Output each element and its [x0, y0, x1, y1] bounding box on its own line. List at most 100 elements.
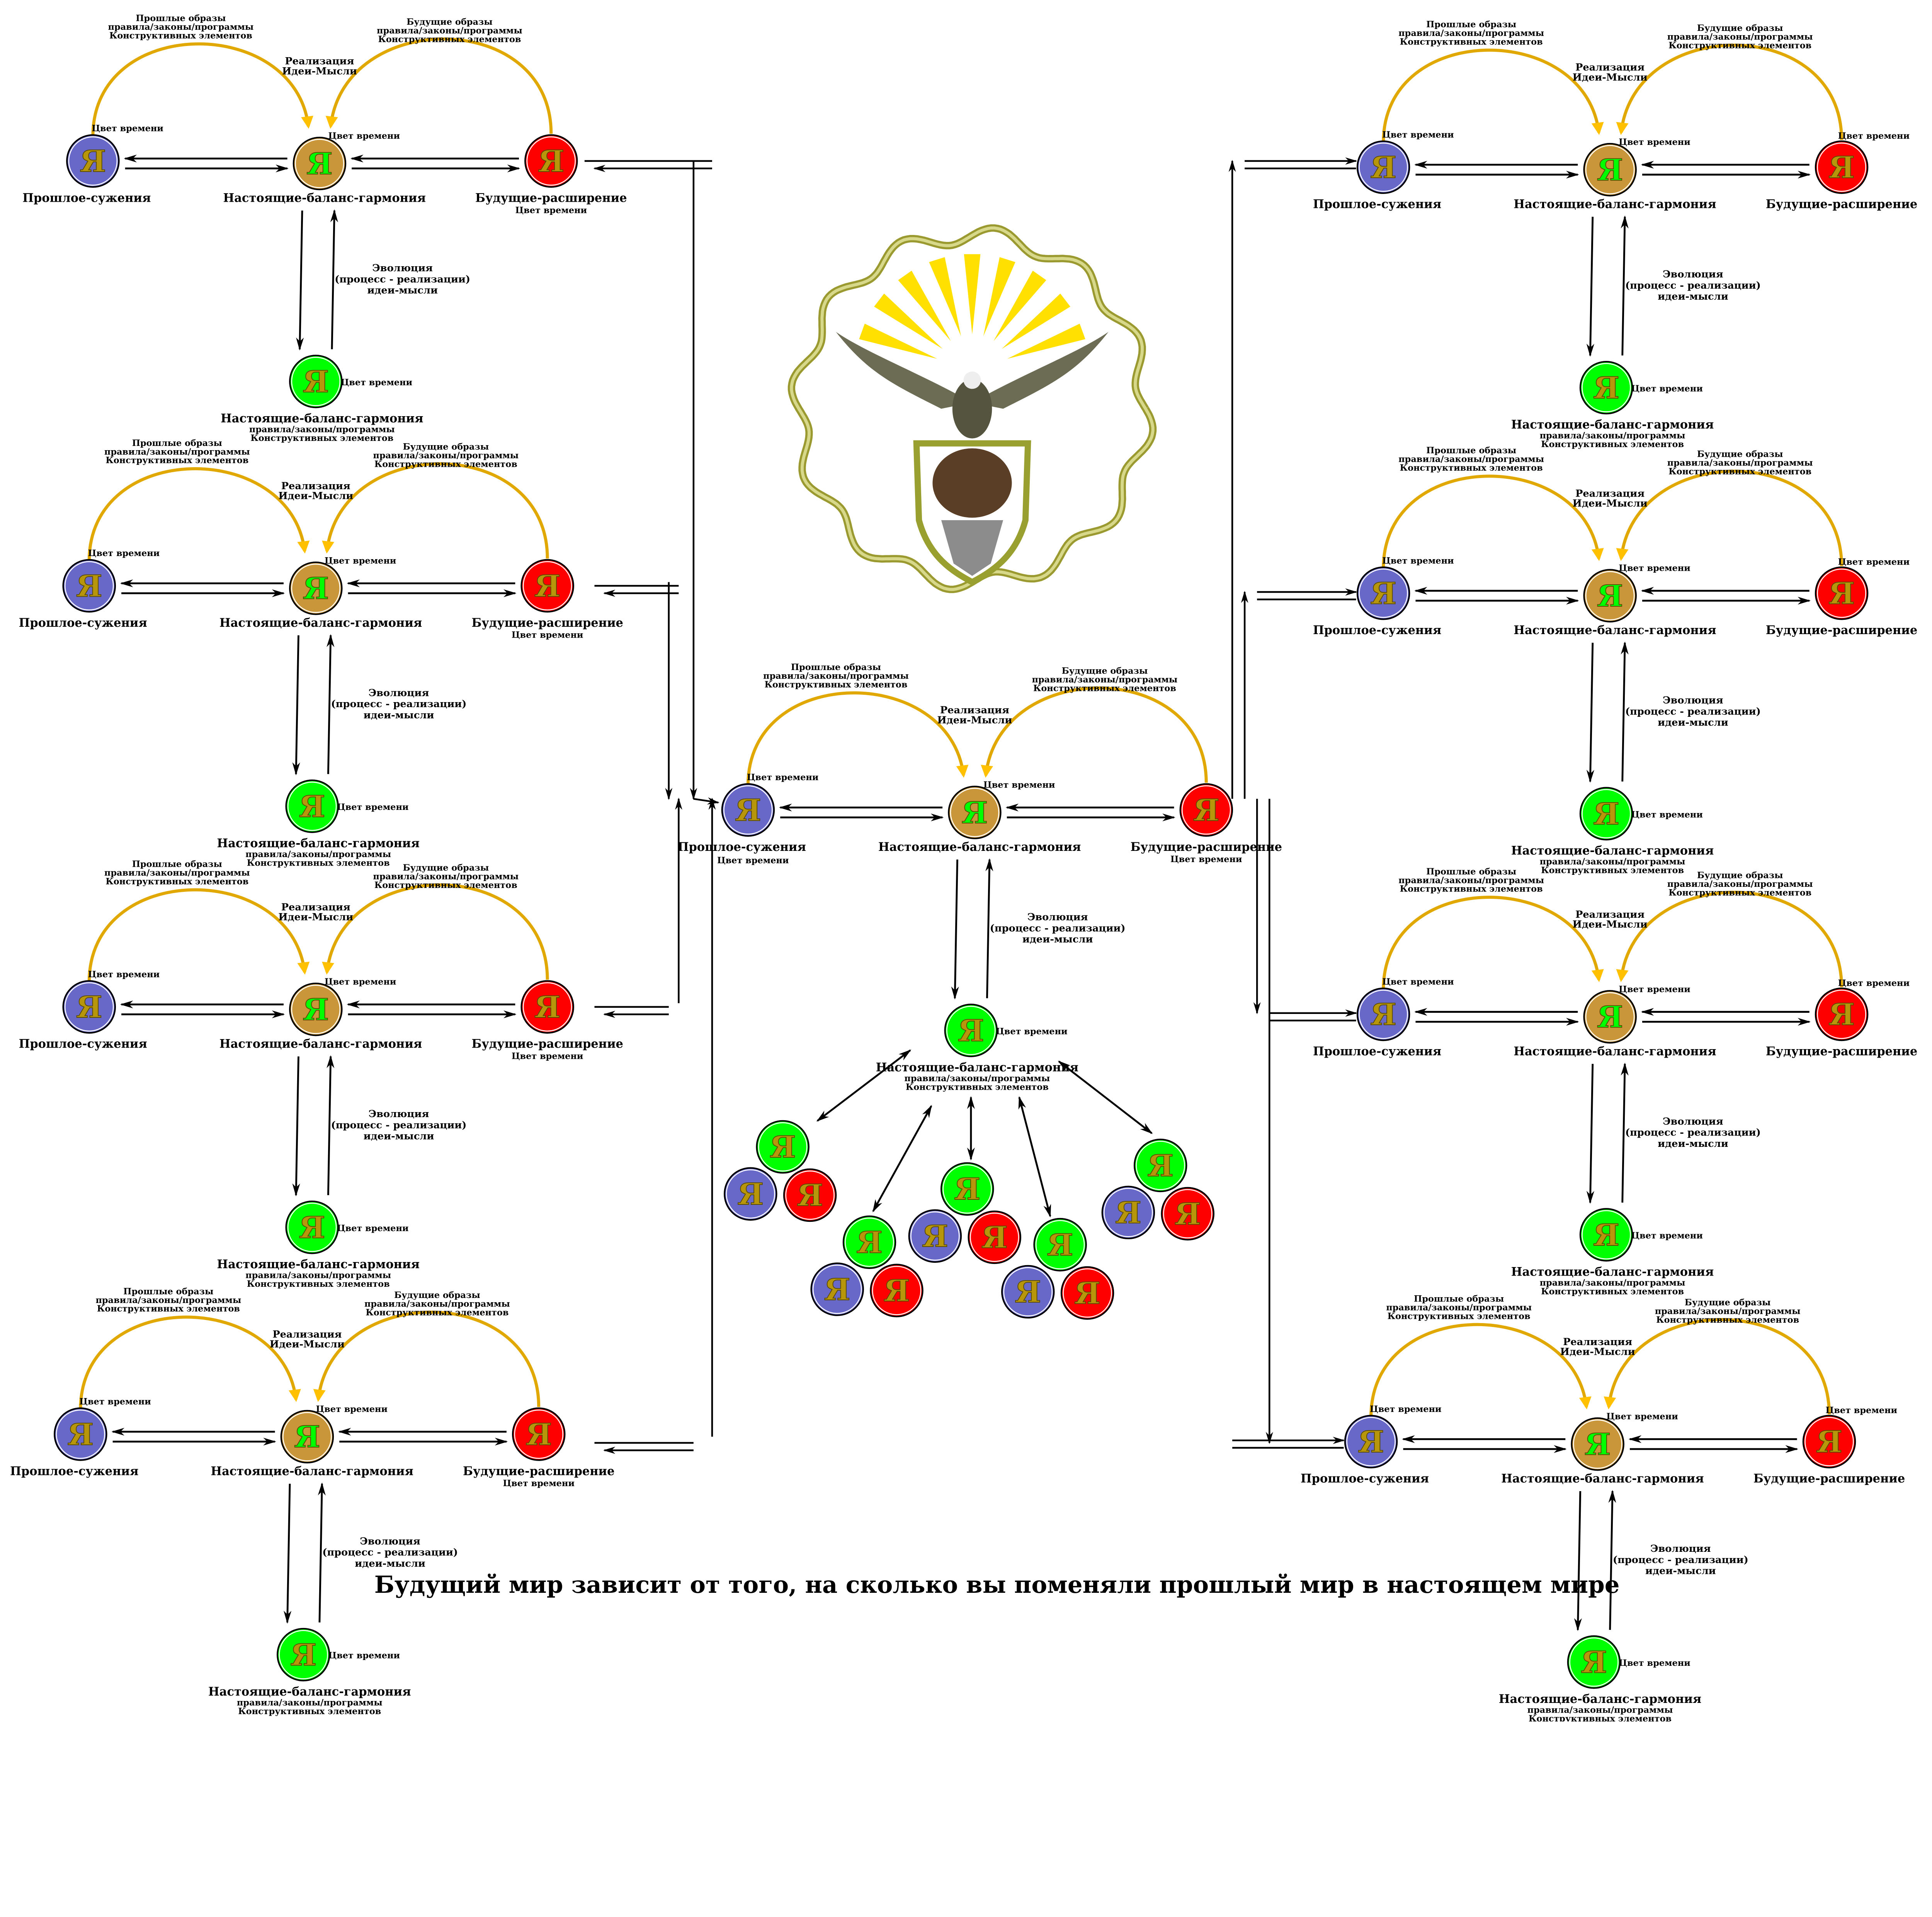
green-caption-label: правила/законы/программы: [1540, 1278, 1685, 1288]
time-color-label: Цвет времени: [503, 1478, 575, 1488]
present-node-ring: [295, 139, 344, 188]
green-node-ring: [287, 1203, 337, 1252]
present-node-ring: [1585, 992, 1635, 1042]
tree-future-node-circle: [968, 1210, 1021, 1264]
green-caption-label: Конструктивных элементов: [247, 1279, 390, 1289]
time-color-label: Цвет времени: [1838, 557, 1910, 567]
node-letter: Я: [958, 1014, 984, 1048]
time-color-label: Цвет времени: [996, 1026, 1068, 1036]
future-images-label: Будущие образы: [1697, 23, 1783, 33]
node-letter: Я: [67, 1417, 94, 1452]
tree-green-node-ring: [942, 1164, 992, 1214]
arrow-up: [1621, 215, 1629, 356]
present-node-ring: [1585, 571, 1635, 621]
present-node-ring: [291, 563, 341, 613]
green-node-ring: [1582, 363, 1631, 412]
future-images-label: Будущие образы: [403, 442, 489, 452]
tree-past-node-ring: [1003, 1267, 1053, 1317]
node-letter: Я: [534, 990, 561, 1025]
future-arc-arrow: [325, 37, 553, 134]
green-node-ring: [1569, 1637, 1619, 1687]
future-node: Я: [512, 1407, 566, 1461]
node-letter: Я: [1175, 1197, 1201, 1232]
arrow-down: [1586, 643, 1595, 783]
past-label: Прошлое-сужения: [678, 840, 806, 854]
node-letter: Я: [1816, 1425, 1842, 1459]
tree-past-node-circle: [810, 1262, 864, 1316]
future-images-label: Будущие образы: [1697, 870, 1783, 880]
node-letter: Я: [1597, 1000, 1623, 1035]
node-letter: Я: [1585, 1427, 1611, 1462]
past-node-circle: [1356, 987, 1410, 1041]
realization-label: Идеи-Мысли: [1573, 498, 1648, 509]
present-label: Настоящие-баланс-гармония: [219, 1037, 422, 1051]
green-caption-label: Конструктивных элементов: [906, 1082, 1049, 1092]
future-images-label: Конструктивных элементов: [1656, 1315, 1799, 1325]
future-images-label: правила/законы/программы: [373, 872, 519, 882]
realization-label: Идеи-Мысли: [1560, 1346, 1635, 1357]
past-label: Прошлое-сужения: [10, 1464, 138, 1478]
realization-label: Идеи-Мысли: [937, 714, 1012, 726]
arrow-down: [296, 210, 304, 351]
time-color-label: Цвет времени: [325, 977, 396, 987]
present-label: Настоящие-баланс-гармония: [1501, 1472, 1704, 1486]
tree-green-node-circle: [1033, 1218, 1087, 1272]
past-label: Прошлое-сужения: [1313, 197, 1441, 211]
future-arc-arrow: [1616, 891, 1844, 987]
green-caption-label: Настоящие-баланс-гармония: [221, 412, 423, 425]
future-images-label: Конструктивных элементов: [1033, 683, 1176, 693]
past-label: Прошлое-сужения: [1301, 1472, 1429, 1486]
tree-future-node: Я: [968, 1210, 1021, 1264]
realization-label: Реализация: [1575, 62, 1645, 73]
node-letter: Я: [1115, 1196, 1141, 1230]
wolf-head-icon: [941, 520, 1003, 576]
tree-past-node-circle: [1101, 1186, 1155, 1240]
tree-past-node-circle: [724, 1167, 777, 1221]
time-color-label: Цвет времени: [328, 131, 400, 141]
future-images-label: Будущие образы: [1685, 1298, 1771, 1308]
node-letter: Я: [981, 1220, 1008, 1255]
node-letter: Я: [290, 1638, 316, 1672]
green-node-circle: [944, 1004, 998, 1057]
present-label: Настоящие-баланс-гармония: [1514, 623, 1716, 637]
realization-label: Реализация: [281, 480, 350, 492]
future-node: Я: [1815, 140, 1869, 194]
future-arc-arrow: [981, 686, 1208, 783]
green-node-circle: [1579, 1208, 1633, 1262]
green-node: Я: [1579, 1208, 1633, 1262]
past-images-label: Прошлые образы: [132, 438, 222, 448]
past-node: Я: [721, 783, 775, 837]
future-node-ring: [526, 136, 576, 186]
future-arc-arrow: [322, 462, 549, 559]
green-caption-label: Конструктивных элементов: [238, 1706, 381, 1716]
present-label: Настоящие-баланс-гармония: [1514, 197, 1716, 211]
time-color-label: Цвет времени: [1631, 384, 1703, 394]
node-letter: Я: [76, 990, 102, 1025]
future-node-circle: [520, 559, 574, 613]
future-node-circle: [1815, 566, 1869, 620]
node-letter: Я: [1370, 997, 1396, 1032]
green-node: Я: [285, 779, 339, 833]
node-letter: Я: [299, 789, 325, 824]
realization-label: Идеи-Мысли: [270, 1339, 345, 1350]
evolution-label: идеи-мысли: [1658, 1138, 1728, 1150]
node-letter: Я: [1370, 150, 1396, 185]
present-label: Настоящие-баланс-гармония: [219, 616, 422, 630]
future-node-ring: [1804, 1417, 1854, 1466]
past-images-label: Прошлые образы: [791, 662, 881, 672]
future-node: Я: [1815, 566, 1869, 620]
past-images-label: Прошлые образы: [1426, 867, 1516, 877]
eagle-right-wing-icon: [972, 332, 1109, 409]
future-node-circle: [1179, 783, 1233, 837]
node-letter: Я: [303, 572, 329, 606]
green-caption-label: Конструктивных элементов: [250, 433, 393, 443]
time-color-label: Цвет времени: [328, 1651, 400, 1661]
node-letter: Я: [1593, 1218, 1619, 1253]
past-node: Я: [1356, 140, 1410, 194]
present-label: Настоящие-баланс-гармония: [223, 191, 426, 205]
green-node: Я: [944, 1004, 998, 1057]
tree-green-node-ring: [1035, 1220, 1085, 1269]
